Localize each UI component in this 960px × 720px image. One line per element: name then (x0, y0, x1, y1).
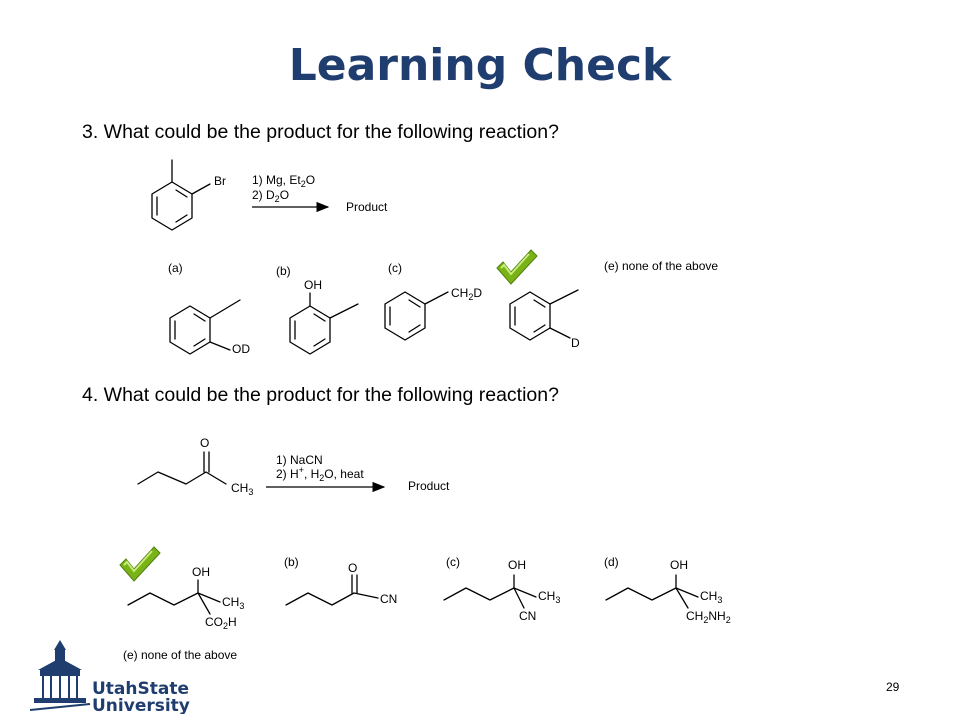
q4-carbonyl-oxygen: O (200, 436, 209, 450)
svg-text:CO2H: CO2H (205, 615, 237, 631)
q3-condition-1-sub: 2 (301, 179, 306, 189)
q4-option-a-oh: OH (192, 565, 210, 579)
q4-option-c-oh: OH (508, 558, 526, 572)
q3-option-b-group: OH (304, 278, 322, 292)
q3-option-a-label: (a) (168, 261, 183, 275)
q4-condition-2: 2) H (276, 467, 299, 481)
q4-option-c: (c) OH CH3 CN (443, 555, 560, 623)
q3-bromine-label: Br (214, 174, 226, 188)
q4-option-e: (e) none of the above (123, 648, 237, 662)
question-4-prompt: 4. What could be the product for the fol… (82, 384, 559, 406)
svg-text:CH3: CH3 (538, 589, 560, 605)
q3-option-c-group: CH (451, 286, 468, 300)
q4-methyl-label: CH (231, 481, 248, 495)
q4-option-c-cn: CN (519, 609, 536, 623)
q3-option-c-label: (c) (388, 261, 402, 275)
q3-option-c-group-end: D (473, 286, 482, 300)
q3-product-label: Product (346, 200, 388, 214)
q4-product-label: Product (408, 479, 450, 493)
q3-option-d: D (496, 249, 580, 350)
q3-option-a: (a) OD (168, 261, 250, 356)
svg-text:CH3: CH3 (222, 595, 244, 611)
q4-reactant-molecule: O CH3 (137, 436, 253, 497)
q3-option-a-group: OD (232, 342, 250, 356)
q3-option-d-group: D (571, 336, 580, 350)
q4-option-d-amine-mid: NH (708, 609, 725, 623)
q3-option-e: (e) none of the above (604, 259, 718, 273)
q3-condition-1: 1) Mg, Et (252, 173, 301, 187)
svg-text:CH2D: CH2D (451, 286, 482, 302)
q4-option-d-methyl: CH (700, 589, 717, 603)
q3-condition-1-end: O (306, 173, 315, 187)
q4-condition-1: 1) NaCN (276, 453, 323, 467)
q4-condition-2-sub: 2 (319, 473, 324, 483)
q4-option-a-methyl: CH (222, 595, 239, 609)
q4-option-d: (d) OH CH3 CH2NH2 (604, 555, 731, 625)
q4-option-d-label: (d) (604, 555, 619, 569)
q3-condition-2-sub: 2 (275, 194, 280, 204)
q3-option-c: (c) CH2D (384, 261, 482, 341)
q4-condition-2-mid: , H (304, 467, 319, 481)
q4-option-c-methyl: CH (538, 589, 555, 603)
q4-option-b-label: (b) (284, 555, 299, 569)
q3-option-b-label: (b) (276, 264, 291, 278)
logo-line-2: University (92, 696, 190, 714)
q4-condition-2-end: O, heat (324, 467, 364, 481)
q3-correct-checkmark-icon (496, 249, 538, 285)
q3-condition-2: 2) D (252, 188, 275, 202)
q4-option-a-acid: CO (205, 615, 223, 629)
q4-option-d-amine: CH (686, 609, 703, 623)
q3-option-c-group-sub: 2 (468, 292, 473, 302)
utah-state-logo: UtahState University (30, 640, 190, 714)
q4-option-a: OH CH3 CO2H (119, 546, 244, 631)
q4-condition-2-sup: + (299, 465, 304, 475)
logo-line-1: UtahState (92, 679, 189, 699)
svg-text:2) D2O: 2) D2O (252, 188, 289, 204)
q4-option-d-amine-sub2: 2 (726, 615, 731, 625)
q4-option-a-acid-sub: 2 (223, 621, 228, 631)
q4-option-d-methyl-sub: 3 (717, 595, 722, 605)
q4-option-d-oh: OH (670, 558, 688, 572)
q3-condition-2-end: O (280, 188, 289, 202)
q4-option-c-methyl-sub: 3 (555, 595, 560, 605)
page-number: 29 (886, 680, 900, 694)
svg-text:CH2NH2: CH2NH2 (686, 609, 731, 625)
q4-option-d-amine-sub1: 2 (703, 615, 708, 625)
q4-methyl-sub: 3 (248, 487, 253, 497)
svg-text:2) H+, H2O, heat: 2) H+, H2O, heat (276, 465, 364, 483)
q3-reactant-molecule: Br (151, 159, 226, 231)
svg-text:CH3: CH3 (231, 481, 253, 497)
q4-correct-checkmark-icon (119, 546, 161, 582)
old-main-building-icon (30, 640, 91, 711)
q4-option-b: (b) O CN (284, 555, 397, 606)
q4-conditions: 1) NaCN 2) H+, H2O, heat Product (266, 453, 450, 493)
svg-text:1) Mg, Et2O: 1) Mg, Et2O (252, 173, 315, 189)
svg-text:CH3: CH3 (700, 589, 722, 605)
q4-option-c-label: (c) (446, 555, 460, 569)
q4-option-a-methyl-sub: 3 (239, 601, 244, 611)
q4-option-a-acid-end: H (228, 615, 237, 629)
q4-option-b-cn: CN (380, 592, 397, 606)
question-3-prompt: 3. What could be the product for the fol… (82, 121, 559, 143)
q3-conditions: 1) Mg, Et2O 2) D2O Product (252, 173, 388, 214)
q4-option-b-o: O (348, 561, 357, 575)
q3-option-b: (b) OH (276, 264, 359, 355)
slide-title: Learning Check (288, 40, 672, 91)
